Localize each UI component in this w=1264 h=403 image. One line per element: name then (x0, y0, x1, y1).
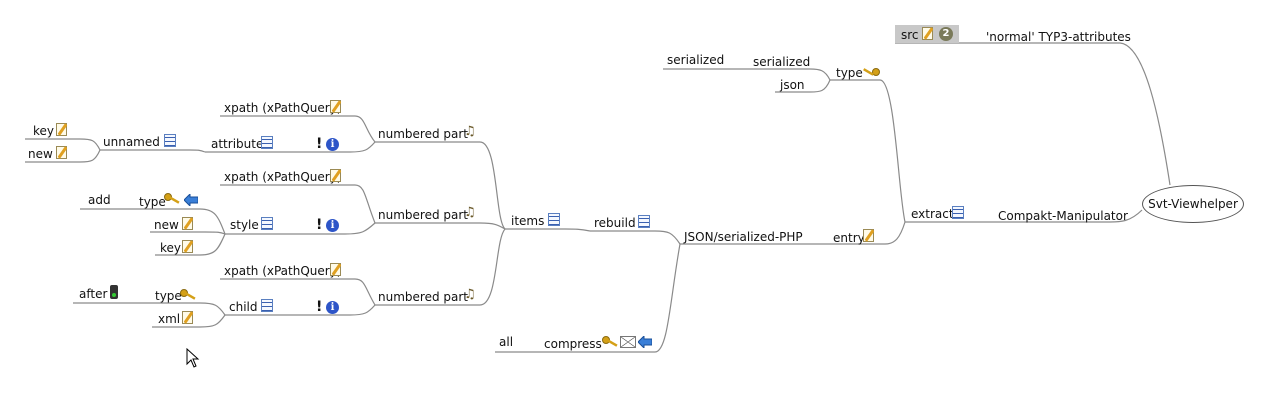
note-icon (182, 240, 193, 253)
list-icon (261, 217, 273, 230)
node-xpath-2[interactable]: xpath (xPathQuery) (224, 170, 342, 184)
connector-extract-type (830, 79, 906, 223)
connector-json-compress (540, 243, 681, 353)
node-key-2[interactable]: key (160, 241, 182, 255)
connector-child-type (150, 302, 226, 316)
connector-json-rebuild (590, 230, 681, 245)
key-icon (602, 336, 618, 347)
connector-np1-xpath1 (220, 115, 376, 143)
connector-items-np2 (375, 222, 506, 230)
mail-icon (620, 336, 636, 348)
key-icon (863, 68, 880, 76)
node-serialized-b[interactable]: serialized (753, 55, 811, 69)
mouse-cursor-icon (186, 348, 200, 368)
music-icon: ♫ (464, 124, 476, 139)
node-after[interactable]: after (79, 287, 108, 301)
node-numbered-part-1[interactable]: numbered part (378, 127, 468, 141)
back-arrow-icon (184, 194, 198, 206)
list-icon (952, 206, 964, 219)
connector-type-json (775, 79, 831, 93)
node-xpath-3[interactable]: xpath (xPathQuery) (224, 264, 342, 278)
list-icon (548, 213, 560, 226)
node-compress[interactable]: compress (544, 337, 602, 351)
node-rebuild[interactable]: rebuild (594, 216, 636, 230)
info-icon: i (326, 138, 339, 151)
node-xpath-1[interactable]: xpath (xPathQuery) (224, 101, 342, 115)
node-json[interactable]: json (780, 78, 805, 92)
connector-root-src (985, 42, 1171, 186)
node-new-2[interactable]: new (154, 218, 179, 232)
node-unnamed[interactable]: unnamed (103, 135, 160, 149)
node-entry[interactable]: entry (833, 231, 865, 245)
exclamation-icon: ! (316, 217, 323, 233)
node-new-1[interactable]: new (28, 147, 53, 161)
connector-np2-xpath2 (220, 184, 376, 224)
connector-child-xml (152, 314, 226, 328)
node-numbered-part-2[interactable]: numbered part (378, 208, 468, 222)
connector-style-key (155, 233, 226, 256)
connector-rebuild-items (505, 228, 591, 232)
connector-unnamed-new (25, 149, 101, 163)
node-xml[interactable]: xml (158, 312, 181, 326)
list-icon (164, 134, 176, 147)
exclamation-icon: ! (316, 136, 323, 152)
node-json-serialized-php[interactable]: JSON/serialized-PHP (684, 230, 803, 244)
node-key-1[interactable]: key (33, 124, 55, 138)
priority-2-icon: 2 (939, 27, 953, 41)
music-icon: ♫ (464, 205, 476, 220)
info-icon: i (326, 219, 339, 232)
note-icon (330, 263, 341, 276)
connector-items-np3 (375, 228, 506, 306)
node-serialized-a[interactable]: serialized (667, 53, 725, 67)
node-type-3[interactable]: type (155, 289, 182, 303)
root-node[interactable]: Svt-Viewhelper (1142, 185, 1244, 223)
connector-items-np1 (375, 141, 506, 230)
key-icon (180, 289, 196, 300)
back-arrow-icon (638, 336, 652, 348)
node-style[interactable]: style (230, 218, 259, 232)
note-icon (56, 146, 67, 159)
key-icon (164, 193, 180, 204)
info-icon: i (326, 301, 339, 314)
connector-style-new (150, 231, 226, 235)
note-icon (863, 229, 874, 242)
list-icon (261, 299, 273, 312)
node-type-top[interactable]: type (836, 66, 863, 80)
connector-extract-entry (830, 221, 906, 245)
note-icon (182, 217, 193, 230)
list-icon (638, 215, 650, 228)
list-icon (261, 136, 273, 149)
note-icon (56, 123, 67, 136)
node-type-2[interactable]: type (139, 195, 166, 209)
node-attribute[interactable]: attribute (211, 137, 264, 151)
connector-np2-style (225, 222, 376, 235)
node-all[interactable]: all (499, 335, 514, 349)
exclamation-icon: ! (316, 299, 323, 315)
music-icon: ♫ (464, 287, 476, 302)
root-label: Svt-Viewhelper (1148, 197, 1238, 211)
connector-np3-child (225, 304, 376, 316)
node-child[interactable]: child (229, 300, 258, 314)
note-icon (330, 100, 341, 113)
node-extract[interactable]: extract (911, 207, 954, 221)
connector-np1-attribute (205, 141, 376, 153)
node-compakt-manipulator[interactable]: Compakt-Manipulator (998, 209, 1128, 223)
connector-unnamed-key (25, 138, 101, 151)
connector-attribute-unnamed (100, 149, 206, 153)
note-icon (330, 169, 341, 182)
node-add[interactable]: add (88, 193, 111, 207)
note-icon (922, 27, 933, 40)
connector-type-serialized (750, 68, 831, 81)
connector-np3-xpath3 (220, 278, 376, 306)
note-icon (182, 311, 193, 324)
node-items[interactable]: items (511, 214, 545, 228)
src-label: src (901, 28, 919, 42)
traffic-light-icon (110, 285, 118, 299)
connector-root-compakt (992, 209, 1143, 223)
node-numbered-part-3[interactable]: numbered part (378, 290, 468, 304)
node-normal-attributes[interactable]: 'normal' TYP3-attributes (986, 30, 1131, 44)
connector-style-type (135, 208, 226, 235)
